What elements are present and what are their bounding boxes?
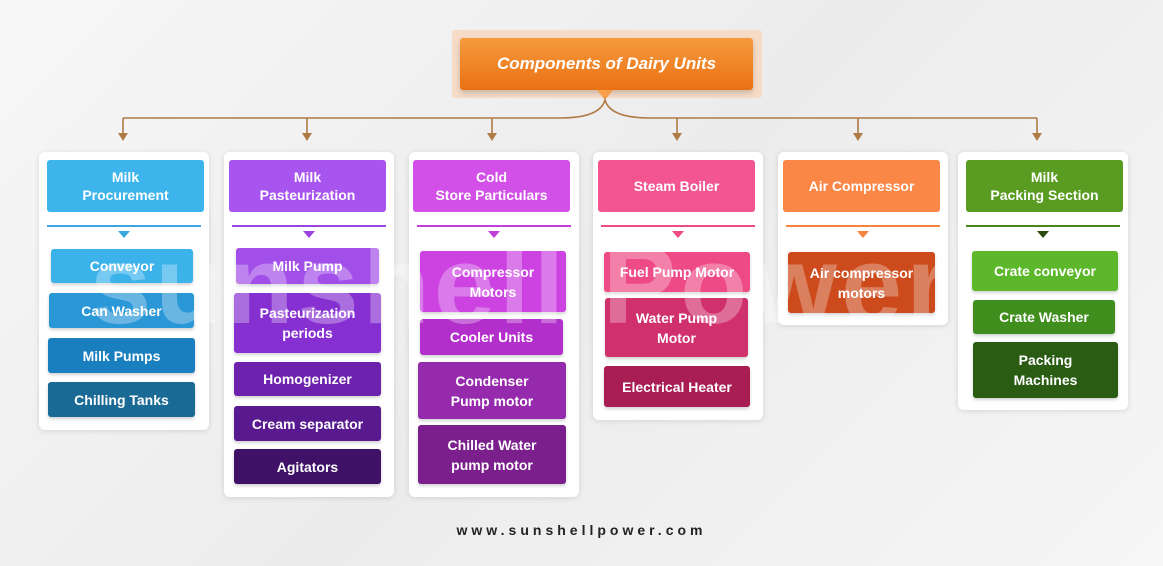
- column-divider: [47, 225, 201, 227]
- branch-line: [123, 97, 1037, 119]
- column-header: Milk Packing Section: [966, 160, 1123, 212]
- component-item: Air compressor motors: [788, 252, 935, 313]
- website-url: www.sunshellpower.com: [456, 522, 707, 538]
- column-divider: [786, 225, 940, 227]
- component-item: Agitators: [234, 449, 381, 484]
- component-item: Fuel Pump Motor: [604, 252, 750, 292]
- branch-arrow-icon: [487, 133, 497, 141]
- column-arrow-icon: [1037, 231, 1049, 238]
- component-item: Pasteurization periods: [234, 293, 381, 353]
- component-item: Packing Machines: [973, 342, 1118, 398]
- column-arrow-icon: [857, 231, 869, 238]
- component-item: Compressor Motors: [420, 251, 566, 312]
- component-item: Chilled Water pump motor: [418, 425, 566, 484]
- component-item: Conveyor: [51, 249, 193, 283]
- column-arrow-icon: [488, 231, 500, 238]
- column-header: Steam Boiler: [598, 160, 755, 212]
- column-header: Air Compressor: [783, 160, 940, 212]
- column-header: Cold Store Particulars: [413, 160, 570, 212]
- branch-arrow-icon: [302, 133, 312, 141]
- branch-arrow-icon: [1032, 133, 1042, 141]
- root-pointer-icon: [597, 90, 613, 100]
- column-divider: [966, 225, 1120, 227]
- column-header: Milk Pasteurization: [229, 160, 386, 212]
- component-item: Electrical Heater: [604, 366, 750, 407]
- column-divider: [601, 225, 755, 227]
- component-item: Milk Pump: [236, 248, 379, 284]
- connector-lines: [118, 90, 1042, 141]
- component-item: Chilling Tanks: [48, 382, 195, 417]
- component-item: Cream separator: [234, 406, 381, 441]
- component-item: Crate conveyor: [972, 251, 1118, 291]
- root-node: Components of Dairy Units: [460, 38, 753, 90]
- column-arrow-icon: [118, 231, 130, 238]
- column-arrow-icon: [672, 231, 684, 238]
- component-item: Homogenizer: [234, 362, 381, 396]
- column-header: Milk Procurement: [47, 160, 204, 212]
- column-divider: [232, 225, 386, 227]
- component-item: Milk Pumps: [48, 338, 195, 373]
- component-item: Cooler Units: [420, 319, 563, 355]
- component-item: Condenser Pump motor: [418, 362, 566, 419]
- column-divider: [417, 225, 571, 227]
- component-item: Crate Washer: [973, 300, 1115, 334]
- branch-arrow-icon: [118, 133, 128, 141]
- component-item: Can Washer: [49, 293, 194, 328]
- component-item: Water Pump Motor: [605, 298, 748, 357]
- branch-arrow-icon: [853, 133, 863, 141]
- branch-arrow-icon: [672, 133, 682, 141]
- column-arrow-icon: [303, 231, 315, 238]
